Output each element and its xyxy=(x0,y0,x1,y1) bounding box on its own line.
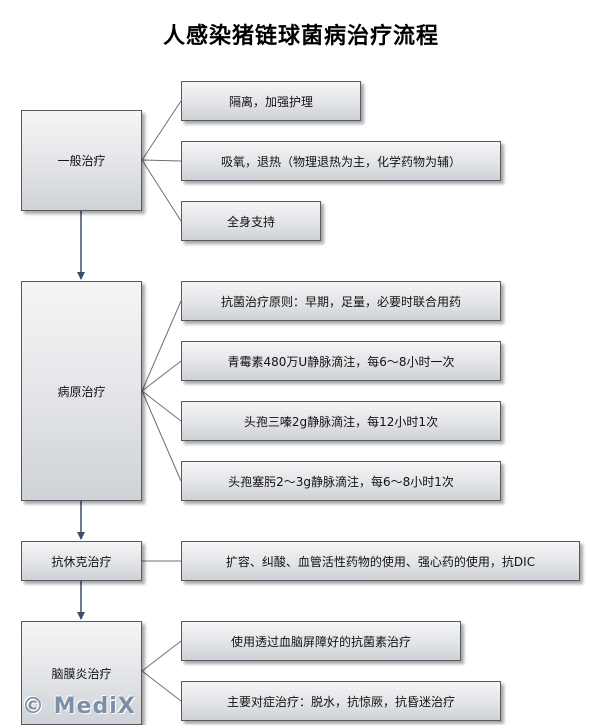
stage-etiological-treatment: 病原治疗 xyxy=(21,281,142,501)
connector-line xyxy=(141,100,182,161)
connector-line xyxy=(141,670,182,702)
connector-line xyxy=(141,159,182,222)
step-symptomatic-treatment: 主要对症治疗：脱水，抗惊厥，抗昏迷治疗 xyxy=(181,681,501,721)
connector-line xyxy=(141,300,182,392)
connector-line xyxy=(141,159,182,162)
step-penicillin: 青霉素480万U静脉滴注，每6～8小时一次 xyxy=(181,341,501,381)
step-ceftriaxone: 头孢三嗪2g静脉滴注，每12小时1次 xyxy=(181,401,501,441)
connector-line xyxy=(141,390,182,482)
stage-meningitis: 脑膜炎治疗 xyxy=(21,621,142,725)
step-bbb-antibiotics: 使用透过血脑屏障好的抗菌素治疗 xyxy=(181,621,461,661)
step-isolation-care: 隔离，加强护理 xyxy=(181,81,361,121)
diagram-title: 人感染猪链球菌病治疗流程 xyxy=(162,23,439,49)
step-anti-shock-measures: 扩容、纠酸、血管活性药物的使用、强心药的使用，抗DIC xyxy=(181,541,580,581)
step-systemic-support: 全身支持 xyxy=(181,201,321,241)
stage-anti-shock: 抗休克治疗 xyxy=(21,541,142,581)
step-antibiotic-principle: 抗菌治疗原则：早期，足量，必要时联合用药 xyxy=(181,281,501,321)
watermark-logo: © MediX xyxy=(22,694,136,719)
connector-line xyxy=(141,390,182,422)
connector-line xyxy=(141,640,182,672)
step-cefotaxime: 头孢塞肟2～3g静脉滴注，每6～8小时1次 xyxy=(181,461,501,501)
step-oxygen-antipyretic: 吸氧，退热（物理退热为主，化学药物为辅） xyxy=(181,141,501,181)
connector-line xyxy=(141,360,182,392)
stage-general-treatment: 一般治疗 xyxy=(21,110,142,211)
